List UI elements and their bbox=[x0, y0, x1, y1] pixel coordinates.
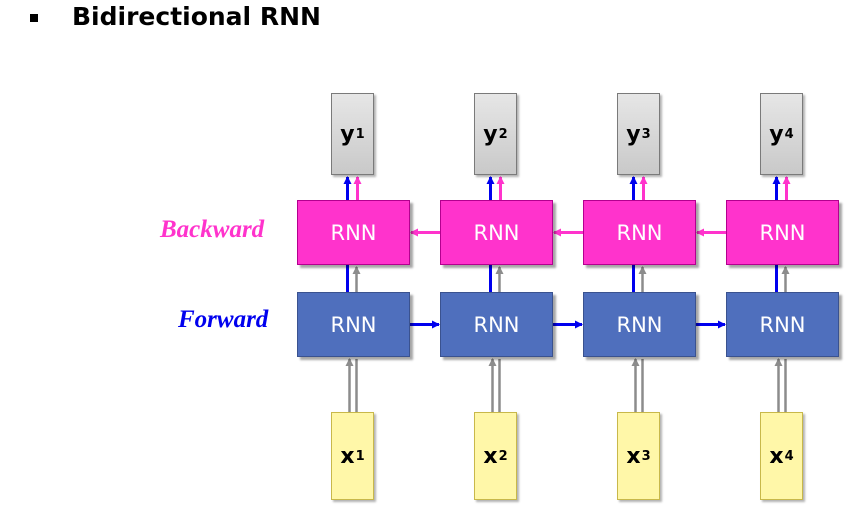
backward-rnn-3: RNN bbox=[583, 200, 696, 265]
forward-rnn-1: RNN bbox=[297, 292, 410, 357]
output-y4-letter: y bbox=[769, 121, 784, 147]
forward-rnn-3: RNN bbox=[583, 292, 696, 357]
input-x1-letter: x bbox=[340, 443, 355, 469]
input-x3-subscript: 3 bbox=[641, 448, 651, 464]
input-x2-letter: x bbox=[483, 443, 498, 469]
input-x2-subscript: 2 bbox=[498, 448, 508, 464]
output-y4-subscript: 4 bbox=[784, 126, 794, 142]
forward-rnn-2: RNN bbox=[440, 292, 553, 357]
backward-rnn-2: RNN bbox=[440, 200, 553, 265]
output-y2-letter: y bbox=[483, 121, 498, 147]
output-y1-letter: y bbox=[340, 121, 355, 147]
forward-label: Forward bbox=[178, 306, 269, 333]
output-y2-subscript: 2 bbox=[498, 126, 508, 142]
output-y3-subscript: 3 bbox=[641, 126, 651, 142]
input-x4-letter: x bbox=[769, 443, 784, 469]
input-x4-subscript: 4 bbox=[784, 448, 794, 464]
page-title: Bidirectional RNN bbox=[72, 2, 321, 31]
backward-rnn-4: RNN bbox=[726, 200, 839, 265]
bullet-marker bbox=[30, 14, 38, 22]
input-x1-subscript: 1 bbox=[355, 448, 365, 464]
backward-label: Backward bbox=[160, 216, 265, 243]
input-x3-letter: x bbox=[626, 443, 641, 469]
forward-rnn-4: RNN bbox=[726, 292, 839, 357]
output-y3-letter: y bbox=[626, 121, 641, 147]
backward-rnn-1: RNN bbox=[297, 200, 410, 265]
output-y1-subscript: 1 bbox=[355, 126, 365, 142]
